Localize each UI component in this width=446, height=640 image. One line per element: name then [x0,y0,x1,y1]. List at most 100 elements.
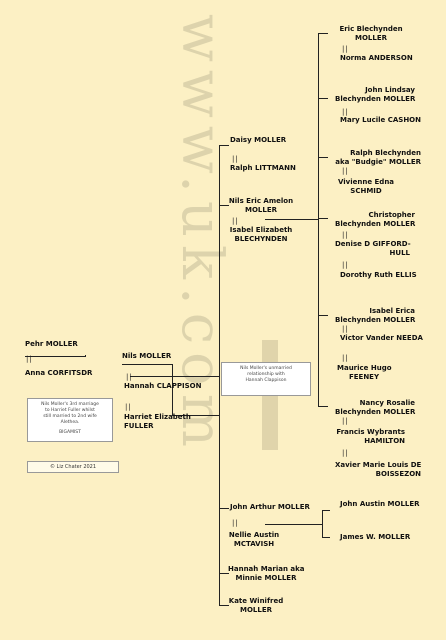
person-name-line: Isabel Elizabeth [229,226,293,234]
marriage-mark: || [342,167,349,175]
note-unmarried-relationship: Nils Moller's unmarried relationship wit… [221,362,311,396]
marriage-mark: || [342,449,349,457]
child-tick [318,33,328,34]
child-tick [318,406,328,407]
person-name-line: Blechynden MOLLER [335,408,416,416]
person-name-line: Nellie Austin [228,531,280,539]
person-name-line: Nils Eric Amelon [228,197,294,205]
person-name-line: BLECHYNDEN [234,235,288,243]
person-name-line: Eric Blechynden [339,25,403,33]
note-line: Nils Moller's unmarried [240,366,292,371]
person-john-lindsay-moller: John Lindsay Blechynden MOLLER [335,86,415,104]
marriage-mark: || [126,373,133,381]
marriage-mark: || [342,325,349,333]
person-nellie-mctavish: Nellie Austin MCTAVISH [228,531,280,549]
connector-nils-spouses [130,376,220,377]
person-eric-moller: Eric Blechynden MOLLER [337,25,405,43]
person-name-line: Hannah Marian aka [228,565,305,573]
person-name-line: BOISSEZON [375,470,421,478]
person-name-line: MOLLER [244,206,277,214]
person-name-line: Maurice Hugo [337,364,392,372]
person-name-line: Nancy Rosalie [359,399,415,407]
child-tick-nils-eric [219,205,229,206]
child-tick-kate [219,605,229,606]
person-john-arthur-moller: John Arthur MOLLER [230,503,310,511]
person-daisy-moller: Daisy MOLLER [230,136,287,144]
person-harriet-fuller: Harriet Elizabeth FULLER [124,413,191,430]
person-name-line: Vivienne Edna [337,178,395,186]
person-name-line: Blechynden MOLLER [335,95,416,103]
person-nancy-moller: Nancy Rosalie Blechynden MOLLER [335,399,415,417]
note-line: still married to 2nd wife [43,414,97,419]
person-name-line: Ralph Blechynden [350,149,421,157]
marriage-mark: || [232,155,239,163]
child-tick-hannah-m [219,573,229,574]
person-nils-moller: Nils MOLLER [122,352,172,360]
person-ralph-littmann: Ralph LITTMANN [230,164,296,172]
person-name-line: MOLLER [354,34,387,42]
person-isabel-erica-moller: Isabel Erica Blechynden MOLLER [335,307,415,325]
connector-harriet-h [172,415,220,416]
marriage-mark: || [342,108,349,116]
marriage-mark: || [342,231,349,239]
marriage-mark: || [342,354,349,362]
person-dorothy-ellis: Dorothy Ruth ELLIS [340,271,417,279]
connector-nils-eric-children [265,219,319,220]
note-third-marriage: Nils Moller's 3rd marriage to Harriet Fu… [27,398,113,442]
child-tick [318,157,328,158]
child-tick [318,315,328,316]
children-trunk-blechynden [318,33,319,406]
person-nils-eric-moller: Nils Eric Amelon MOLLER [228,197,294,215]
note-line: Nils Moller's 3rd marriage [41,402,99,407]
connector-nils-line [122,364,172,365]
copyright-label: © Liz Chater 2021 [27,461,119,473]
person-name-line: HAMILTON [364,437,405,445]
person-pehr-moller: Pehr MOLLER [25,340,78,348]
person-mary-cashon: Mary Lucile CASHON [340,116,421,124]
person-name-line: FEENEY [348,373,380,381]
person-name-line: Blechynden MOLLER [335,220,416,228]
children-trunk-moller [322,510,323,538]
person-hannah-clappison: Hannah CLAPPISON [124,382,202,390]
person-name-line: Francis Wybrants [336,428,405,436]
marriage-mark: || [342,417,349,425]
person-name-line: John Lindsay [365,86,415,94]
person-name-line: SCHMID [350,187,382,195]
person-name-line: MCTAVISH [233,540,275,548]
person-name-line: Minnie MOLLER [235,574,297,582]
marriage-mark: || [342,261,349,269]
person-vivienne-schmid: Vivienne Edna SCHMID [337,178,395,196]
note-bigamist: BIGAMIST [59,430,81,435]
note-line: relationship with [247,372,285,377]
person-hannah-minnie-moller: Hannah Marian aka Minnie MOLLER [228,565,304,583]
note-line: Hannah Clappison [245,378,287,383]
connector-pehr-anna [25,356,85,357]
person-name-line: Kate Winifred [228,597,284,605]
person-norma-anderson: Norma ANDERSON [340,54,413,62]
sibling-trunk [219,145,220,605]
note-line: to Harriet Fuller whilst [45,408,95,413]
person-francis-hamilton: Francis Wybrants HAMILTON [335,428,405,446]
child-tick [322,537,330,538]
person-name-line: Blechynden MOLLER [335,316,416,324]
person-name-line: HULL [389,249,410,257]
person-victor-needa: Victor Vander NEEDA [340,334,423,342]
person-name-line: aka "Budgie" MOLLER [335,158,421,166]
person-maurice-feeney: Maurice Hugo FEENEY [337,364,392,382]
connector-harriet [172,364,173,416]
marriage-mark: || [26,355,33,363]
person-isabel-blechynden: Isabel Elizabeth BLECHYNDEN [228,226,294,244]
person-name-line: Denise D GIFFORD- [335,240,411,248]
person-james-moller: James W. MOLLER [340,533,411,541]
child-tick-john-arthur [219,508,229,509]
person-denise-gifford-hull: Denise D GIFFORD- HULL [335,240,411,258]
child-tick [318,98,328,99]
connector-john-arthur-children [265,524,323,525]
note-line: Alethea. [60,420,80,425]
person-christopher-moller: Christopher Blechynden MOLLER [335,211,415,229]
person-name-line: Isabel Erica [369,307,415,315]
child-tick [318,218,328,219]
marriage-mark: || [342,45,349,53]
child-tick [322,510,330,511]
